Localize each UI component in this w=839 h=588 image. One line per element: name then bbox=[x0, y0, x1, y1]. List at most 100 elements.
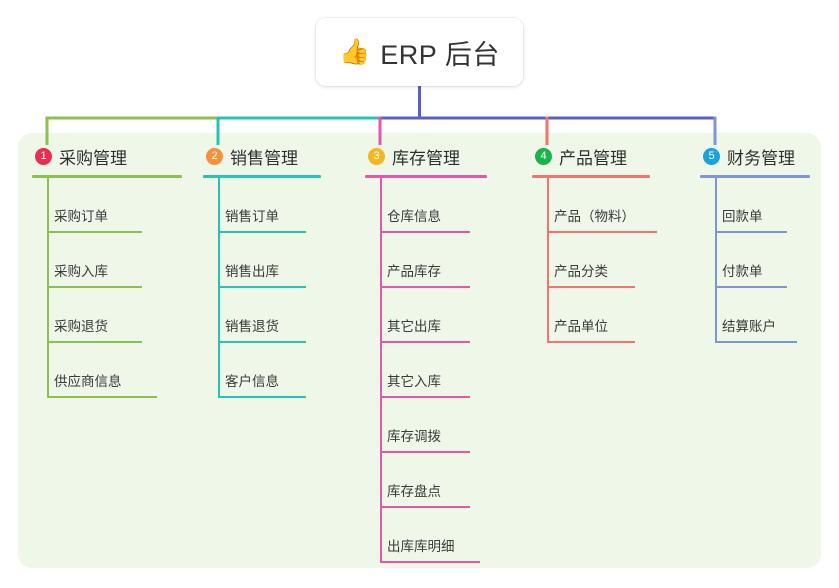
leaf-node[interactable]: 采购订单 bbox=[32, 178, 182, 233]
leaf-underline bbox=[380, 231, 470, 233]
leaf-label: 采购入库 bbox=[54, 264, 108, 279]
leaf-node[interactable]: 结算账户 bbox=[700, 288, 810, 343]
leaf-label: 库存调拨 bbox=[387, 429, 441, 444]
leaf-connector bbox=[380, 453, 382, 508]
leaf-node[interactable]: 供应商信息 bbox=[32, 343, 182, 398]
leaf-node[interactable]: 库存调拨 bbox=[365, 398, 487, 453]
leaf-label: 销售出库 bbox=[225, 264, 279, 279]
leaf-connector bbox=[715, 233, 717, 288]
leaf-label: 产品单位 bbox=[554, 319, 608, 334]
column-title-3: 库存管理 bbox=[392, 148, 460, 168]
leaf-node[interactable]: 仓库信息 bbox=[365, 178, 487, 233]
leaf-underline bbox=[218, 396, 306, 398]
leaf-node[interactable]: 其它入库 bbox=[365, 343, 487, 398]
leaf-underline bbox=[218, 231, 306, 233]
leaf-label: 结算账户 bbox=[722, 319, 776, 334]
leaf-node[interactable]: 采购入库 bbox=[32, 233, 182, 288]
leaf-underline bbox=[715, 286, 787, 288]
leaf-connector bbox=[218, 178, 220, 233]
column-title-1: 采购管理 bbox=[59, 148, 127, 168]
leaf-node[interactable]: 其它出库 bbox=[365, 288, 487, 343]
leaf-node[interactable]: 出库库明细 bbox=[365, 508, 487, 563]
root-node-content: 👍 ERP 后台 bbox=[339, 33, 500, 72]
leaf-underline bbox=[715, 231, 787, 233]
leaf-label: 销售退货 bbox=[225, 319, 279, 334]
leaf-underline bbox=[715, 341, 797, 343]
column-header-3[interactable]: 3 库存管理 bbox=[365, 143, 487, 169]
column-title-4: 产品管理 bbox=[559, 148, 627, 168]
leaf-node[interactable]: 产品（物料） bbox=[532, 178, 657, 233]
column-header-4[interactable]: 4 产品管理 bbox=[532, 143, 650, 169]
leaf-label: 采购退货 bbox=[54, 319, 108, 334]
column-underline-3 bbox=[365, 175, 487, 178]
leaf-label: 销售订单 bbox=[225, 209, 279, 224]
leaf-connector bbox=[547, 233, 549, 288]
leaf-label: 客户信息 bbox=[225, 374, 279, 389]
leaf-node[interactable]: 产品单位 bbox=[532, 288, 650, 343]
leaf-connector bbox=[715, 288, 717, 343]
leaf-connector bbox=[380, 288, 382, 343]
leaf-underline bbox=[547, 286, 635, 288]
thumbs-up-icon: 👍 bbox=[339, 37, 371, 66]
leaf-node[interactable]: 产品库存 bbox=[365, 233, 487, 288]
leaf-underline bbox=[47, 231, 142, 233]
column-badge-4: 4 bbox=[535, 147, 552, 165]
leaf-underline bbox=[547, 231, 657, 233]
leaf-connector bbox=[715, 178, 717, 233]
leaf-label: 其它入库 bbox=[387, 374, 441, 389]
leaf-node[interactable]: 采购退货 bbox=[32, 288, 182, 343]
leaf-node[interactable]: 付款单 bbox=[700, 233, 810, 288]
leaf-underline bbox=[380, 286, 470, 288]
leaf-underline bbox=[380, 451, 470, 453]
leaf-label: 产品库存 bbox=[387, 264, 441, 279]
leaf-connector bbox=[547, 288, 549, 343]
leaf-underline bbox=[218, 341, 306, 343]
column-underline-1 bbox=[32, 175, 182, 178]
root-title: ERP 后台 bbox=[380, 39, 500, 70]
leaf-connector bbox=[218, 343, 220, 398]
column-title-5: 财务管理 bbox=[727, 148, 795, 168]
leaf-label: 付款单 bbox=[722, 264, 763, 279]
leaf-label: 采购订单 bbox=[54, 209, 108, 224]
leaf-connector bbox=[380, 398, 382, 453]
leaf-connector bbox=[47, 343, 49, 398]
leaf-connector bbox=[47, 233, 49, 288]
leaf-label: 产品（物料） bbox=[554, 209, 635, 224]
column-header-5[interactable]: 5 财务管理 bbox=[700, 143, 810, 169]
leaf-label: 回款单 bbox=[722, 209, 763, 224]
leaf-node[interactable]: 产品分类 bbox=[532, 233, 650, 288]
leaf-connector bbox=[218, 288, 220, 343]
column-items-3: 仓库信息产品库存其它出库其它入库库存调拨库存盘点出库库明细 bbox=[365, 178, 487, 563]
leaf-connector bbox=[380, 508, 382, 563]
leaf-underline bbox=[547, 341, 635, 343]
column-5: 5 财务管理回款单付款单结算账户 bbox=[700, 143, 810, 343]
leaf-underline bbox=[47, 341, 142, 343]
leaf-connector bbox=[380, 233, 382, 288]
leaf-node[interactable]: 销售退货 bbox=[203, 288, 321, 343]
leaf-label: 供应商信息 bbox=[54, 374, 122, 389]
column-items-4: 产品（物料） 产品分类产品单位 bbox=[532, 178, 657, 343]
leaf-underline bbox=[47, 396, 157, 398]
leaf-node[interactable]: 库存盘点 bbox=[365, 453, 487, 508]
leaf-node[interactable]: 客户信息 bbox=[203, 343, 321, 398]
leaf-connector bbox=[547, 178, 549, 233]
leaf-connector bbox=[380, 178, 382, 233]
column-underline-2 bbox=[203, 175, 321, 178]
leaf-underline bbox=[380, 341, 470, 343]
column-badge-3: 3 bbox=[368, 147, 385, 165]
leaf-label: 出库库明细 bbox=[387, 539, 455, 554]
leaf-underline bbox=[380, 561, 480, 563]
column-badge-5: 5 bbox=[703, 147, 720, 165]
root-node[interactable]: 👍 ERP 后台 bbox=[316, 18, 523, 86]
leaf-underline bbox=[47, 286, 142, 288]
leaf-node[interactable]: 销售订单 bbox=[203, 178, 321, 233]
leaf-node[interactable]: 销售出库 bbox=[203, 233, 321, 288]
leaf-node[interactable]: 回款单 bbox=[700, 178, 810, 233]
column-title-2: 销售管理 bbox=[230, 148, 298, 168]
leaf-connector bbox=[47, 178, 49, 233]
